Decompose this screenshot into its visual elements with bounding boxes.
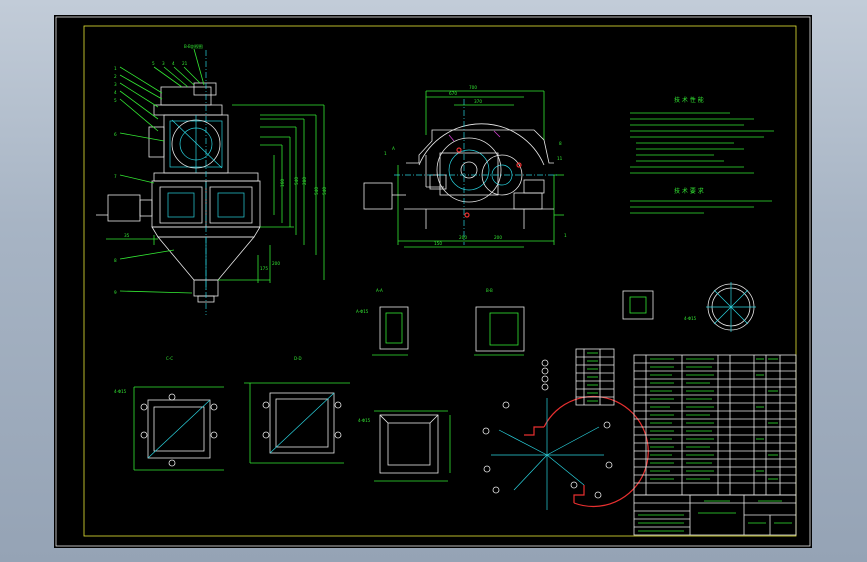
dim-plan-5: 200 <box>494 235 502 240</box>
svg-text:7: 7 <box>114 174 117 179</box>
dim-plan-2: 670 <box>449 91 457 96</box>
svg-text:11: 11 <box>557 156 563 161</box>
parts-list <box>633 354 797 496</box>
svg-text:4: 4 <box>114 90 117 95</box>
dim-plan-1: 700 <box>469 85 477 90</box>
flange-detail: 4-Φ15 <box>622 282 756 332</box>
section-aa: A-A A-Φ15 <box>356 288 409 356</box>
svg-text:9: 9 <box>114 290 117 295</box>
svg-text:4-Φ15: 4-Φ15 <box>684 316 697 321</box>
svg-text:A-Φ15: A-Φ15 <box>356 309 369 314</box>
svg-text:5: 5 <box>114 98 117 103</box>
tech-req2-title: 技 术 要 求 <box>674 187 704 195</box>
svg-text:3: 3 <box>162 61 165 66</box>
dim-front-7: 160 <box>280 179 285 187</box>
flange-box-view: 4-Φ15 <box>358 410 451 482</box>
nozzle-table <box>575 348 615 406</box>
dim-front-3: 280 <box>302 177 307 185</box>
section-label-4: D-D <box>294 356 302 361</box>
dim-plan-6: 150 <box>434 241 442 246</box>
dim-plan-3: 370 <box>474 99 482 104</box>
svg-text:4: 4 <box>172 61 175 66</box>
inner-border <box>83 25 797 537</box>
dim-front-2: 540 <box>314 187 319 195</box>
dim-front-5: 200 <box>272 261 280 266</box>
drawing-canvas[interactable]: B-B剖视图 1 2 3 4 5 6 7 8 9 5 3 4 21 540 540 280 540… <box>54 15 812 548</box>
svg-text:3: 3 <box>114 82 117 87</box>
svg-text:6: 6 <box>114 132 117 137</box>
cad-drawing: B-B剖视图 1 2 3 4 5 6 7 8 9 5 3 4 21 540 540 280 540… <box>55 16 811 547</box>
outer-border <box>55 16 811 547</box>
base-view-2: D-D <box>244 356 350 464</box>
svg-text:5: 5 <box>152 61 155 66</box>
dim-plan-4: 200 <box>459 235 467 240</box>
svg-text:4-Φ15: 4-Φ15 <box>114 389 127 394</box>
svg-text:1: 1 <box>114 66 117 71</box>
plan-view: 700 670 370 200 200 150 A 1 1 8 11 <box>363 85 567 248</box>
section-bb: B-B <box>474 288 525 356</box>
dim-front-1: 540 <box>322 187 327 195</box>
front-elevation-view: B-B剖视图 1 2 3 4 5 6 7 8 9 5 3 4 21 540 540 280 540… <box>96 43 327 315</box>
svg-text:2: 2 <box>114 74 117 79</box>
svg-text:21: 21 <box>182 61 188 66</box>
base-view-1: C-C 4-Φ15 <box>114 356 224 471</box>
dim-front-8: 35 <box>124 233 130 238</box>
svg-text:1: 1 <box>384 151 387 156</box>
section-label-3: C-C <box>166 356 173 361</box>
svg-text:A: A <box>392 146 395 151</box>
dim-front-4: 540 <box>294 177 299 185</box>
section-label-2: B-B <box>486 288 493 293</box>
svg-text:B-B剖视图: B-B剖视图 <box>184 43 203 49</box>
svg-text:4-Φ15: 4-Φ15 <box>358 418 371 423</box>
nozzle-orientation-view <box>482 359 649 510</box>
svg-text:8: 8 <box>559 141 562 146</box>
technical-notes: 技 术 性 能 技 术 要 求 <box>630 96 774 214</box>
title-block <box>633 494 797 536</box>
svg-text:1: 1 <box>564 233 567 238</box>
section-label-1: A-A <box>376 288 383 293</box>
svg-text:8: 8 <box>114 258 117 263</box>
tech-req-title: 技 术 性 能 <box>674 96 704 104</box>
dim-front-6: 175 <box>260 266 268 271</box>
